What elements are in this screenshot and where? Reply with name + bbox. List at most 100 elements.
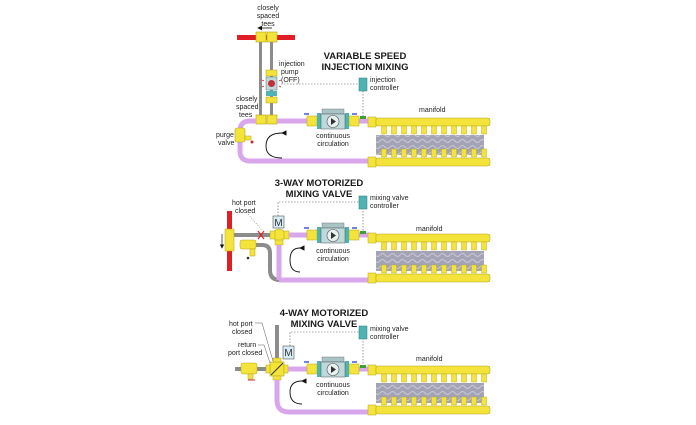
manifold-outlet <box>411 396 417 406</box>
manifold-outlet <box>411 148 417 158</box>
manifold-outlet <box>401 125 407 135</box>
label-controller: injection <box>370 77 396 84</box>
manifold-outlet <box>451 373 457 383</box>
manifold-outlet <box>431 264 437 274</box>
label-injection-pump: injection <box>279 61 305 68</box>
control-wire-motor <box>277 201 362 216</box>
circulator-pump <box>304 356 360 378</box>
manifold-outlet <box>461 373 467 383</box>
tee-bottom-right <box>266 114 278 125</box>
section-injection: closely spaced tees injection pump (OFF)… <box>216 5 491 168</box>
manifold-outlet <box>411 264 417 274</box>
isolation-valve <box>306 229 318 241</box>
pump-motor <box>321 356 345 363</box>
control-wire-motor <box>289 331 362 346</box>
isolation-valve <box>306 363 318 375</box>
manifold-outlet <box>481 264 487 274</box>
manifold-outlet <box>441 241 447 251</box>
title-injection-line1: VARIABLE SPEED <box>324 51 407 62</box>
manifold-end-fitting <box>367 364 377 376</box>
purge-valve <box>234 127 254 144</box>
label-controller-2: controller <box>370 203 399 210</box>
label-hot-port-2: closed <box>232 329 252 336</box>
flange <box>317 227 321 243</box>
manifold-outlet <box>391 125 397 135</box>
label-tees-top-3: tees <box>261 21 275 28</box>
manifold-outlet <box>401 148 407 158</box>
label-hot-port-2: closed <box>235 208 255 215</box>
label-tees-top-2: spaced <box>257 13 280 20</box>
manifold-outlet <box>441 373 447 383</box>
manifold-outlet <box>471 264 477 274</box>
label-tees-bottom-2: spaced <box>236 104 259 111</box>
manifold-outlet <box>381 396 387 406</box>
manifold-outlet <box>431 148 437 158</box>
injection-controller-box <box>358 77 368 92</box>
play-triangle-icon <box>331 232 336 239</box>
label-hot-port: hot port <box>232 200 256 207</box>
balancing-valve <box>240 362 258 381</box>
manifold-outlet <box>411 241 417 251</box>
manifold-outlet <box>391 241 397 251</box>
label-tees-bottom: closely <box>236 96 258 103</box>
manifold-outlet <box>451 396 457 406</box>
label-controller-2: controller <box>370 85 399 92</box>
temp-sensor <box>360 365 366 368</box>
title-4way-line2: MIXING VALVE <box>291 319 358 330</box>
circulation-arrow <box>289 378 307 405</box>
manifold-outlet <box>451 125 457 135</box>
manifold-outlet <box>391 264 397 274</box>
motor-actuator <box>272 215 285 229</box>
manifold-outlet <box>461 241 467 251</box>
manifold-outlet <box>441 148 447 158</box>
manifold-outlet <box>421 373 427 383</box>
flange <box>345 227 349 243</box>
supply-header <box>375 365 491 375</box>
label-circulation: circulation <box>317 390 349 397</box>
manifold-end-fitting <box>367 116 377 128</box>
mixing-valve-controller-box <box>358 195 368 210</box>
label-controller: mixing valve <box>370 326 409 333</box>
manifold-end-fitting <box>367 404 377 416</box>
label-return-port-2: port closed <box>228 350 262 357</box>
manifold-outlet <box>391 148 397 158</box>
flange <box>317 361 321 377</box>
label-circulation: circulation <box>317 256 349 263</box>
circulator-pump <box>304 222 360 244</box>
manifold-outlet <box>481 373 487 383</box>
return-port-leader <box>258 344 271 364</box>
manifold-outlet <box>381 125 387 135</box>
label-return-port: return <box>238 342 256 349</box>
section-four-way: M hot port closed return port closed 4-W… <box>228 308 491 416</box>
title-3way-line2: MIXING VALVE <box>286 189 353 200</box>
manifold-outlet <box>441 125 447 135</box>
manifold-outlet <box>401 264 407 274</box>
manifold-outlet <box>471 241 477 251</box>
mixing-valve-controller-box <box>358 325 368 340</box>
manifold-outlet <box>471 148 477 158</box>
manifold-outlet <box>401 373 407 383</box>
manifold-3 <box>367 364 491 416</box>
manifold-outlet <box>431 125 437 135</box>
manifold-outlet <box>441 264 447 274</box>
manifold-outlet <box>481 396 487 406</box>
pump-motor <box>321 222 345 229</box>
manifold-end-fitting <box>367 156 377 168</box>
return-pipe-gray <box>250 243 370 282</box>
four-way-valve <box>265 357 289 381</box>
manifold-end-fitting <box>367 232 377 244</box>
return-header <box>375 157 491 167</box>
manifold-outlet <box>381 148 387 158</box>
title-injection-line2: INJECTION MIXING <box>321 62 408 73</box>
manifold-outlet <box>451 241 457 251</box>
tee-top-right <box>266 31 278 43</box>
circulation-arrow <box>265 130 287 159</box>
manifold-outlet <box>461 125 467 135</box>
hot-port-leader <box>247 213 263 231</box>
label-controller: mixing valve <box>370 195 409 202</box>
three-way-valve <box>269 228 290 246</box>
label-controller-2: controller <box>370 334 399 341</box>
title-3way-line1: 3-WAY MOTORIZED <box>275 178 364 189</box>
